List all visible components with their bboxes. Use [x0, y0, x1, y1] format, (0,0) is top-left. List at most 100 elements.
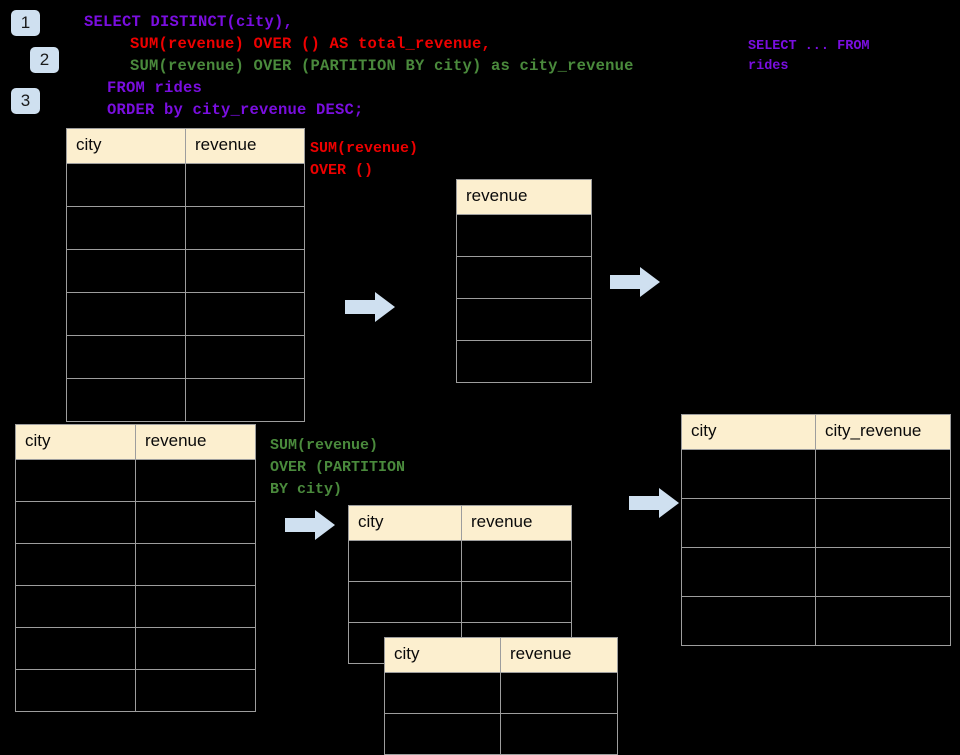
table-body	[15, 459, 256, 712]
table-header-row: city revenue	[66, 128, 305, 164]
total-revenue-table: revenue	[456, 179, 592, 383]
sql-note-select-from-rides: SELECT ... FROM rides	[748, 39, 870, 74]
flow-arrow-icon	[345, 292, 395, 322]
column-header-city: city	[15, 424, 136, 460]
flow-arrow-icon	[285, 510, 335, 540]
table-row	[348, 540, 572, 582]
column-header-revenue: revenue	[500, 637, 618, 673]
table-row	[456, 340, 592, 383]
flow-arrow-icon	[610, 267, 660, 297]
table-cell	[815, 449, 951, 499]
table-cell	[185, 335, 305, 379]
table-cell	[135, 585, 256, 628]
table-body	[66, 163, 305, 422]
table-cell	[66, 206, 186, 250]
table-row	[15, 669, 256, 712]
table-cell	[135, 627, 256, 670]
column-header-city: city	[384, 637, 501, 673]
column-header-city: city	[681, 414, 816, 450]
table-row	[456, 298, 592, 341]
table-cell	[135, 669, 256, 712]
table-header-row: city revenue	[384, 637, 618, 673]
table-cell	[66, 249, 186, 293]
table-row	[15, 627, 256, 670]
column-header-revenue: revenue	[135, 424, 256, 460]
table-body	[456, 214, 592, 383]
table-cell	[185, 292, 305, 336]
step-badge-2: 2	[30, 47, 59, 73]
table-cell	[185, 163, 305, 207]
sql-line-select-distinct: SELECT DISTINCT(city),	[84, 13, 294, 31]
table-row	[384, 672, 618, 714]
table-row	[15, 543, 256, 586]
table-cell	[681, 547, 816, 597]
table-header-row: city revenue	[348, 505, 572, 541]
table-row	[66, 378, 305, 422]
table-cell	[456, 256, 592, 299]
table-row	[681, 498, 951, 548]
table-cell	[815, 498, 951, 548]
table-cell	[185, 249, 305, 293]
sql-line-order-by: ORDER by city_revenue DESC;	[107, 101, 364, 119]
table-header-row: city city_revenue	[681, 414, 951, 450]
column-header-revenue: revenue	[185, 128, 305, 164]
table-cell	[66, 163, 186, 207]
table-cell	[185, 206, 305, 250]
column-header-revenue: revenue	[461, 505, 572, 541]
table-row	[681, 547, 951, 597]
table-row	[348, 581, 572, 623]
table-body	[681, 449, 951, 646]
table-cell	[815, 547, 951, 597]
column-header-city: city	[348, 505, 462, 541]
rides-source-table-2: city revenue	[15, 424, 256, 712]
table-cell	[66, 378, 186, 422]
table-cell	[681, 449, 816, 499]
table-cell	[135, 543, 256, 586]
table-cell	[15, 669, 136, 712]
table-cell	[15, 585, 136, 628]
table-cell	[456, 340, 592, 383]
table-cell	[461, 540, 572, 582]
partition-group-table-b: city revenue	[384, 637, 618, 755]
table-cell	[815, 596, 951, 646]
table-header-row: city revenue	[15, 424, 256, 460]
table-cell	[348, 581, 462, 623]
sql-line-total-revenue: SUM(revenue) OVER () AS total_revenue,	[130, 35, 492, 53]
annotation-sum-over-empty: SUM(revenue) OVER ()	[310, 140, 419, 179]
step-badge-3: 3	[11, 88, 40, 114]
table-row	[456, 214, 592, 257]
table-row	[66, 292, 305, 336]
table-cell	[66, 292, 186, 336]
table-cell	[681, 596, 816, 646]
table-row	[456, 256, 592, 299]
table-cell	[15, 543, 136, 586]
table-row	[66, 335, 305, 379]
table-row	[681, 449, 951, 499]
table-body	[384, 672, 618, 755]
table-cell	[15, 501, 136, 544]
table-cell	[135, 459, 256, 502]
table-row	[15, 585, 256, 628]
column-header-city: city	[66, 128, 186, 164]
table-cell	[15, 627, 136, 670]
table-cell	[384, 672, 501, 714]
table-cell	[185, 378, 305, 422]
table-row	[66, 249, 305, 293]
annotation-sum-over-partition: SUM(revenue) OVER (PARTITION BY city)	[270, 437, 406, 498]
sql-line-from-rides: FROM rides	[107, 79, 203, 97]
table-row	[15, 459, 256, 502]
table-cell	[681, 498, 816, 548]
column-header-city-revenue: city_revenue	[815, 414, 951, 450]
table-row	[66, 163, 305, 207]
table-cell	[456, 214, 592, 257]
step-badge-1: 1	[11, 10, 40, 36]
table-header-row: revenue	[456, 179, 592, 215]
column-header-revenue: revenue	[456, 179, 592, 215]
table-cell	[461, 581, 572, 623]
table-cell	[66, 335, 186, 379]
table-cell	[348, 540, 462, 582]
rides-source-table: city revenue	[66, 128, 305, 422]
flow-arrow-icon	[629, 488, 679, 518]
sql-line-city-revenue: SUM(revenue) OVER (PARTITION BY city) as…	[130, 57, 634, 75]
table-row	[66, 206, 305, 250]
